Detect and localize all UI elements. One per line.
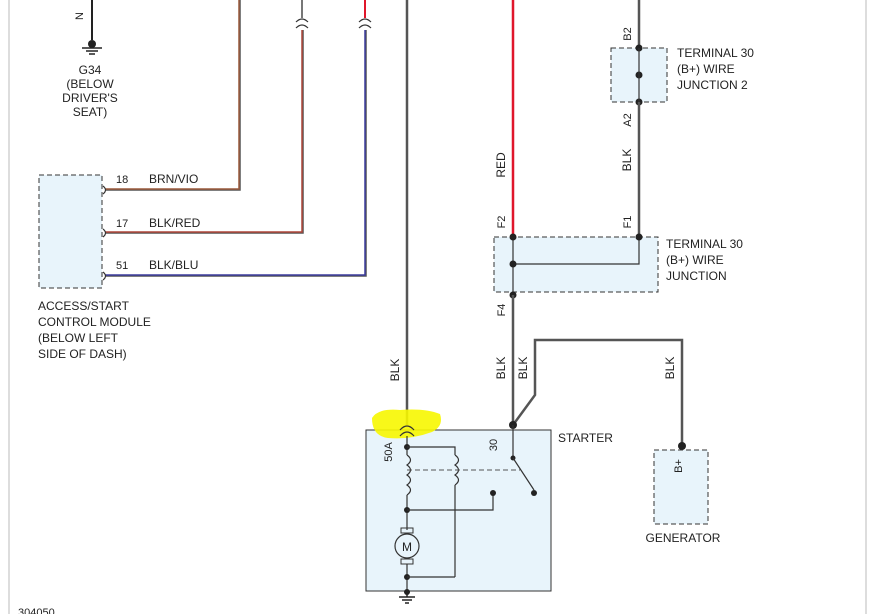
wire-label-blk-red: BLK/RED (149, 216, 201, 230)
pin-18: 18 (116, 174, 128, 186)
wire-label-red: RED (494, 152, 508, 178)
highlight-50a (372, 409, 441, 439)
wire-label-blk-a2: BLK (620, 149, 634, 172)
wire-blk-blu: 51 BLK/BLU (102, 0, 372, 281)
junction-label-1: TERMINAL 30 (666, 237, 743, 251)
pin-f2: F2 (496, 216, 508, 229)
wire-label-blk-f4: BLK (494, 357, 508, 380)
ground-name: G34 (79, 63, 102, 77)
pin-b2: B2 (622, 27, 634, 40)
junction-2-label-3: JUNCTION 2 (677, 78, 748, 92)
pin-f1: F1 (622, 216, 634, 229)
wire-label-brn-vio: BRN/VIO (149, 172, 198, 186)
ground-desc-2: DRIVER'S (62, 91, 118, 105)
wire-blk-red: 17 BLK/RED (102, 0, 309, 238)
motor-label: M (402, 540, 412, 554)
starter-label: STARTER (558, 431, 613, 445)
generator-label: GENERATOR (646, 531, 721, 545)
wire-label-blk-50a: BLK (388, 359, 402, 382)
module-label-4: SIDE OF DASH) (38, 347, 127, 361)
junction-label-3: JUNCTION (666, 269, 727, 283)
wire-blk-50a: BLK (388, 0, 409, 425)
module-label-2: CONTROL MODULE (38, 315, 151, 329)
wire-label-blk-blu: BLK/BLU (149, 258, 198, 272)
pin-30: 30 (488, 439, 500, 451)
pin-bplus: B+ (673, 459, 685, 473)
terminal-30-junction: F2 F1 F4 TERMINAL 30 (B+) WIRE JUNCTION (493, 216, 743, 317)
ground-desc-1: (BELOW (66, 77, 114, 91)
pin-17: 17 (116, 218, 128, 230)
ground-desc-3: SEAT) (73, 105, 107, 119)
wire-brn-vio: 18 BRN/VIO (102, 0, 241, 195)
wire-blk-generator: BLK BLK (511, 338, 684, 446)
junction-2-label-2: (B+) WIRE (677, 62, 735, 76)
pin-51: 51 (116, 260, 128, 272)
wire-label-blk-gen-right: BLK (663, 357, 677, 380)
pin-n-label: N (74, 12, 86, 20)
module-labels: ACCESS/START CONTROL MODULE (BELOW LEFT … (38, 299, 151, 361)
footer-code: 304050 (18, 607, 55, 614)
ground-g34: N G34 (BELOW DRIVER'S SEAT) (62, 0, 118, 119)
junction-label-2: (B+) WIRE (666, 253, 724, 267)
wire-red: RED (494, 0, 515, 234)
module-label-3: (BELOW LEFT (38, 331, 119, 345)
wire-blk-f4-starter: BLK (494, 295, 515, 425)
wire-label-blk-gen-left: BLK (516, 357, 530, 380)
wire-blk-a2-f1: BLK (620, 102, 641, 237)
starter: STARTER 50A 30 M (365, 409, 613, 604)
pin-f4: F4 (496, 304, 508, 317)
junction-2-label-1: TERMINAL 30 (677, 46, 754, 60)
generator: B+ GENERATOR (646, 442, 721, 545)
terminal-30-junction-2: B2 A2 TERMINAL 30 (B+) WIRE JUNCTION 2 (610, 0, 754, 127)
generator-box (653, 449, 709, 525)
motor-icon (394, 533, 420, 559)
pin-a2: A2 (622, 113, 634, 126)
module-label-1: ACCESS/START (38, 299, 130, 313)
pin-50a: 50A (383, 442, 395, 462)
access-start-module-box (38, 174, 103, 289)
